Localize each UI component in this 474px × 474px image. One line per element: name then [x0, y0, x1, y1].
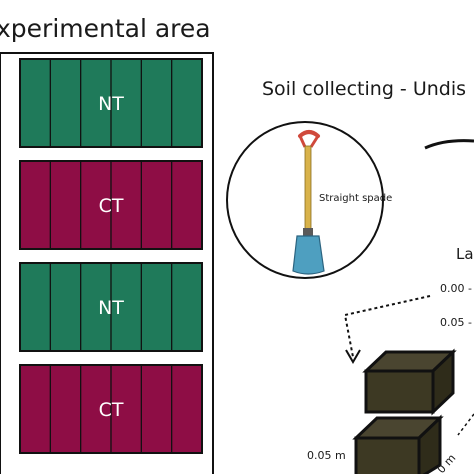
partial-circle-arc [424, 139, 474, 150]
dotted-arrow [343, 295, 431, 358]
plot-label: CT [99, 195, 124, 217]
arrow-head-icon [345, 349, 361, 364]
depth-label-1: 0.00 - [440, 282, 472, 295]
block-height-label: 0.05 m [307, 449, 346, 462]
plot-label: NT [98, 297, 124, 319]
depth-label-2: 0.05 - [440, 316, 472, 329]
plot-1: NT [19, 58, 203, 148]
layer-header: La [456, 245, 474, 263]
plot-label: CT [99, 399, 124, 421]
plot-4: CT [19, 364, 203, 454]
plot-label: NT [98, 93, 124, 115]
plots-group: NT CT NT CT [19, 58, 203, 454]
soil-collecting-title: Soil collecting - Undis [262, 78, 466, 100]
plot-3: NT [19, 262, 203, 352]
experimental-area-title: xperimental area [0, 14, 211, 43]
soil-block-lower [352, 414, 444, 474]
plot-2: CT [19, 160, 203, 250]
dimension-line [457, 413, 474, 436]
spade-label: Straight spade [319, 193, 392, 204]
soil-block-upper [362, 348, 457, 416]
spade-icon [292, 130, 325, 275]
